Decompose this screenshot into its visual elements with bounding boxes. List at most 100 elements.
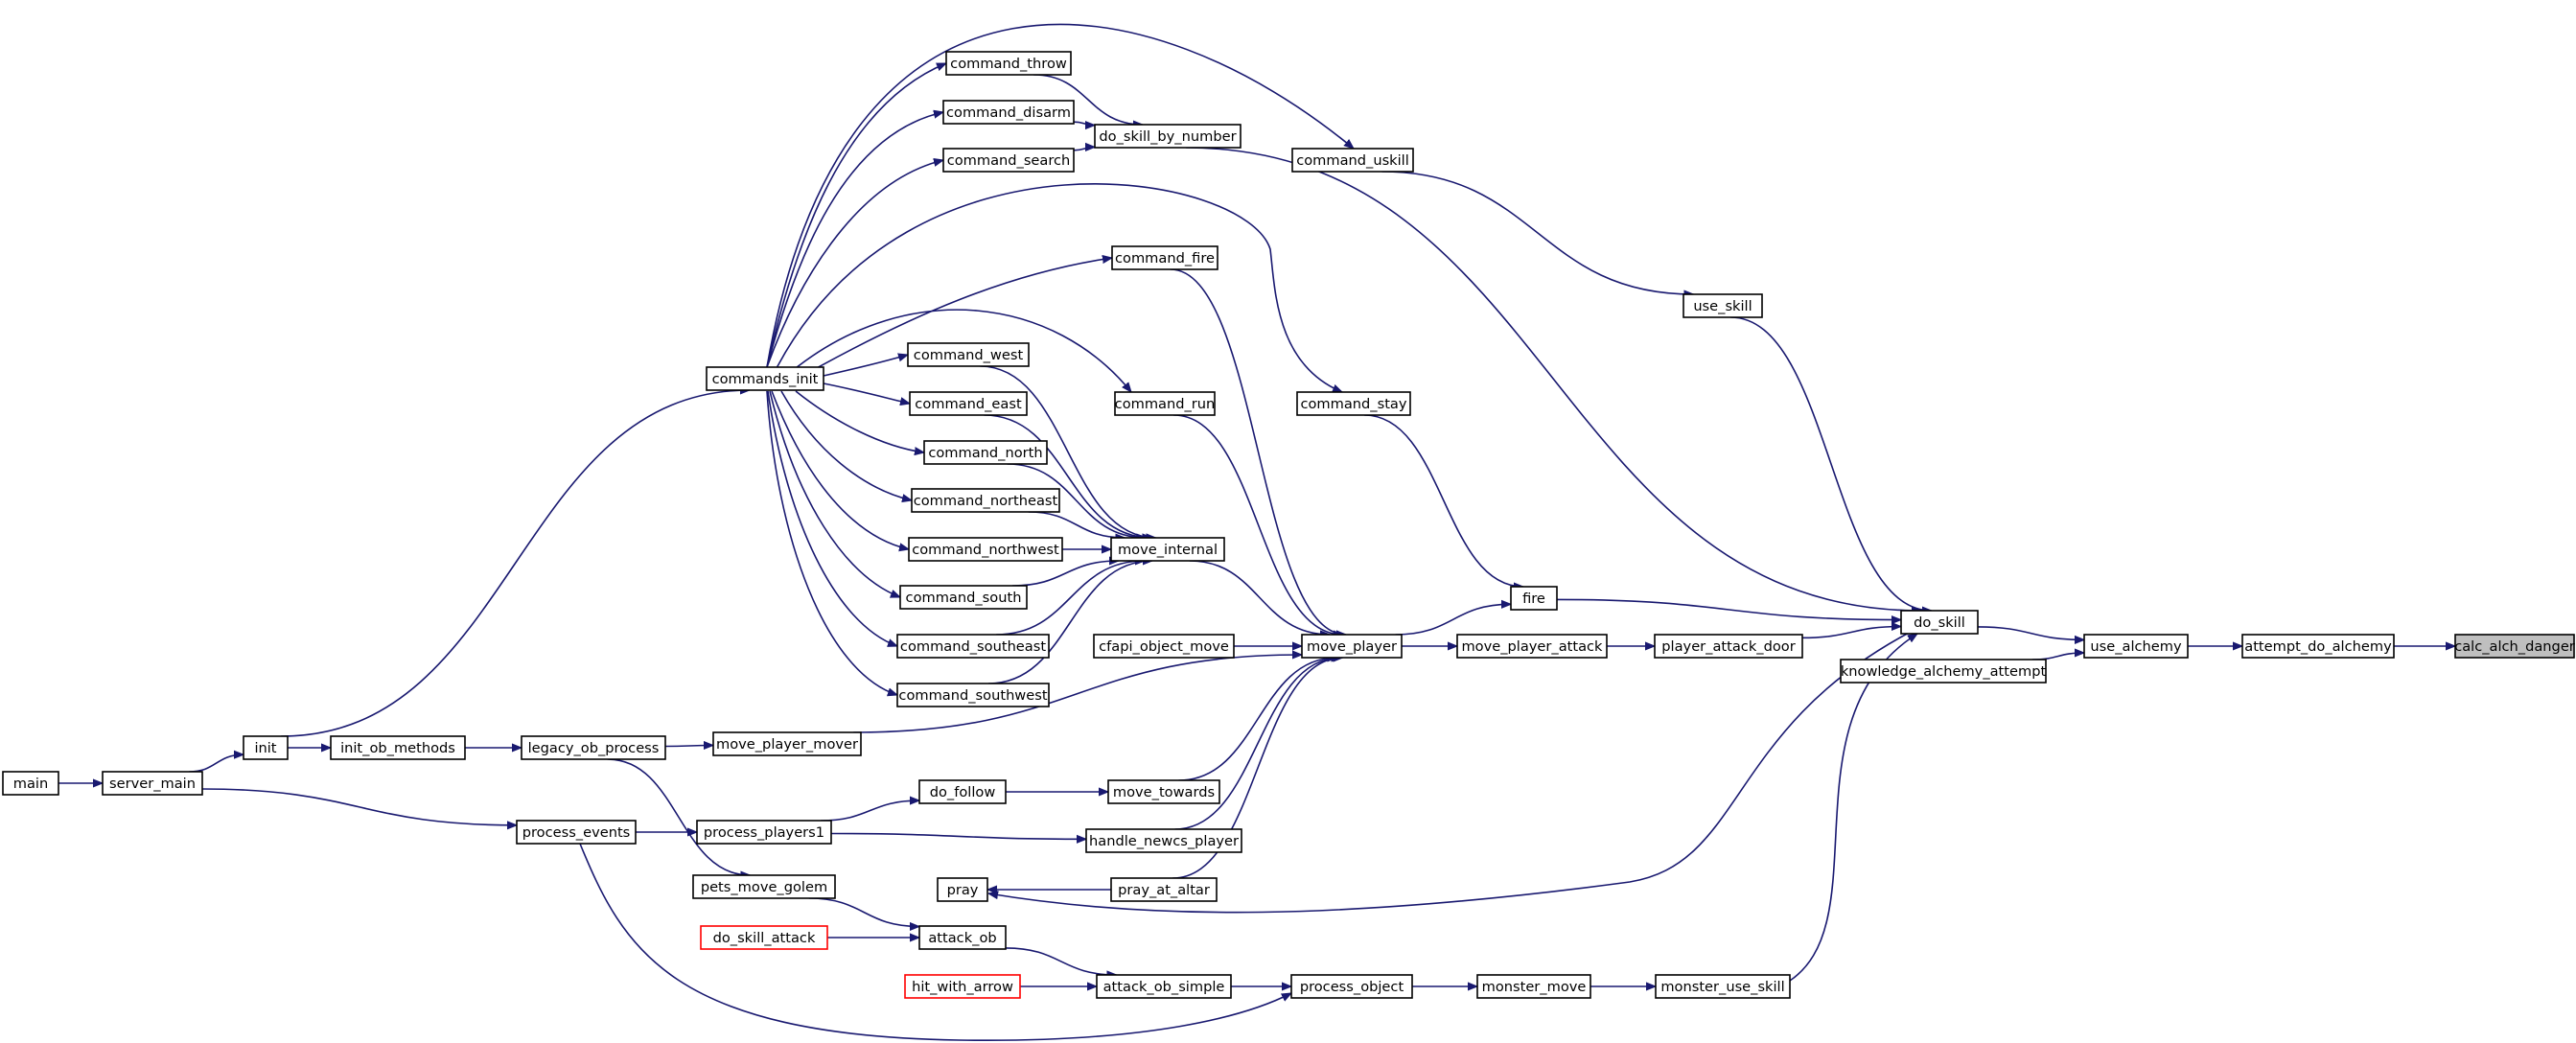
edge-process_events-to-process_object (579, 843, 1291, 1042)
node-label: command_northeast (914, 493, 1058, 509)
node-move_towards[interactable]: move_towards (1107, 779, 1220, 804)
node-pets_move_golem[interactable]: pets_move_golem (692, 874, 836, 899)
node-label: command_southwest (898, 687, 1047, 704)
edge-commands_init-to-command_uskill (766, 23, 1354, 368)
node-monster_use_skill[interactable]: monster_use_skill (1655, 974, 1791, 999)
node-attempt_do_alchemy[interactable]: attempt_do_alchemy (2241, 634, 2395, 659)
node-box (1900, 610, 1979, 635)
node-do_skill[interactable]: do_skill (1900, 610, 1979, 635)
node-use_alchemy[interactable]: use_alchemy (2083, 634, 2189, 659)
node-label: move_player_attack (1461, 638, 1603, 655)
node-box (2, 771, 59, 796)
node-process_events[interactable]: process_events (516, 820, 637, 845)
edge-command_southeast-to-move_internal (996, 561, 1145, 636)
node-command_north[interactable]: command_north (923, 440, 1048, 465)
edge-command_uskill-to-use_skill (1381, 171, 1694, 294)
node-handle_newcs_player[interactable]: handle_newcs_player (1085, 828, 1242, 853)
node-box (706, 366, 824, 391)
edge-commands_init-to-command_east (823, 382, 910, 404)
node-attack_ob[interactable]: attack_ob (918, 925, 1007, 950)
edge-attack_ob-to-attack_ob_simple (1005, 947, 1117, 975)
node-command_throw[interactable]: command_throw (945, 51, 1072, 76)
node-label: attack_ob (928, 930, 996, 946)
node-box (243, 735, 289, 760)
node-command_uskill[interactable]: command_uskill (1291, 148, 1414, 173)
edge-command_run-to-move_player (1173, 414, 1343, 635)
node-move_player_mover[interactable]: move_player_mover (712, 731, 862, 756)
node-move_player[interactable]: move_player (1301, 634, 1403, 659)
node-use_skill[interactable]: use_skill (1683, 293, 1763, 318)
node-label: handle_newcs_player (1089, 833, 1239, 849)
node-init[interactable]: init (243, 735, 289, 760)
node-box (942, 148, 1075, 173)
node-command_northeast[interactable]: command_northeast (911, 488, 1060, 513)
node-box (2083, 634, 2189, 659)
node-player_attack_door[interactable]: player_attack_door (1654, 634, 1803, 659)
edge-move_internal-to-move_player (1189, 560, 1330, 635)
node-label: hit_with_arrow (912, 979, 1013, 995)
node-command_southwest[interactable]: command_southwest (896, 683, 1050, 707)
edge-legacy_ob_process-to-move_player_mover (664, 746, 713, 747)
node-label: command_stay (1300, 396, 1406, 412)
node-box (2241, 634, 2395, 659)
node-attack_ob_simple[interactable]: attack_ob_simple (1096, 974, 1232, 999)
edge-command_south-to-move_internal (1012, 561, 1119, 587)
node-label: fire (1522, 591, 1545, 607)
node-command_stay[interactable]: command_stay (1296, 391, 1411, 416)
node-label: attack_ob_simple (1103, 979, 1225, 995)
node-process_players1[interactable]: process_players1 (696, 820, 832, 845)
node-box (330, 735, 466, 760)
node-cfapi_object_move[interactable]: cfapi_object_move (1093, 634, 1235, 659)
node-label: calc_alch_danger (2454, 638, 2575, 655)
edge-commands_init-to-command_northwest (771, 390, 909, 549)
edge-command_northeast-to-move_internal (1028, 511, 1126, 538)
node-command_east[interactable]: command_east (909, 391, 1028, 416)
edge-command_throw-to-do_skill_by_number (1033, 74, 1143, 125)
node-command_southeast[interactable]: command_southeast (896, 634, 1050, 659)
node-do_follow[interactable]: do_follow (918, 779, 1007, 804)
node-command_northwest[interactable]: command_northwest (908, 537, 1063, 562)
node-server_main[interactable]: server_main (102, 771, 203, 796)
node-command_run[interactable]: command_run (1114, 391, 1216, 416)
node-knowledge_alchemy_attempt[interactable]: knowledge_alchemy_attempt (1840, 659, 2047, 684)
edges-layer (58, 23, 2455, 1042)
node-box (1655, 974, 1791, 999)
node-label: commands_init (712, 371, 819, 387)
node-box (1510, 586, 1558, 611)
node-label: init (254, 740, 276, 756)
node-do_skill_by_number[interactable]: do_skill_by_number (1094, 124, 1242, 149)
node-box (516, 820, 637, 845)
node-pray_at_altar[interactable]: pray_at_altar (1110, 877, 1218, 902)
edge-commands_init-to-command_disarm (766, 112, 943, 368)
edge-do_skill-to-use_alchemy (1977, 626, 2084, 640)
node-command_disarm[interactable]: command_disarm (942, 100, 1075, 125)
node-commands_init[interactable]: commands_init (706, 366, 824, 391)
node-fire[interactable]: fire (1510, 586, 1558, 611)
node-init_ob_methods[interactable]: init_ob_methods (330, 735, 466, 760)
node-move_internal[interactable]: move_internal (1110, 537, 1225, 562)
node-do_skill_attack[interactable]: do_skill_attack (700, 925, 828, 950)
edge-command_search-to-do_skill_by_number (1073, 147, 1095, 150)
node-command_search[interactable]: command_search (942, 148, 1075, 173)
node-command_west[interactable]: command_west (907, 342, 1030, 367)
node-process_object[interactable]: process_object (1290, 974, 1413, 999)
node-label: pray_at_altar (1118, 882, 1210, 898)
node-move_player_attack[interactable]: move_player_attack (1456, 634, 1608, 659)
edge-init-to-commands_init (281, 390, 750, 737)
edge-command_southwest-to-move_internal (987, 561, 1152, 684)
node-pray[interactable]: pray (937, 877, 988, 902)
node-monster_move[interactable]: monster_move (1476, 974, 1591, 999)
node-hit_with_arrow[interactable]: hit_with_arrow (904, 974, 1021, 999)
edge-commands_init-to-command_north (795, 390, 924, 452)
node-main[interactable]: main (2, 771, 59, 796)
node-box (712, 731, 862, 756)
node-label: command_disarm (946, 104, 1071, 121)
node-label: init_ob_methods (340, 740, 455, 756)
node-label: command_south (906, 590, 1022, 606)
node-command_fire[interactable]: command_fire (1111, 245, 1218, 270)
node-command_south[interactable]: command_south (899, 585, 1028, 610)
node-label: attempt_do_alchemy (2244, 638, 2392, 655)
edge-use_skill-to-do_skill (1730, 316, 1932, 611)
node-label: pray (947, 882, 979, 898)
node-legacy_ob_process[interactable]: legacy_ob_process (521, 735, 666, 760)
